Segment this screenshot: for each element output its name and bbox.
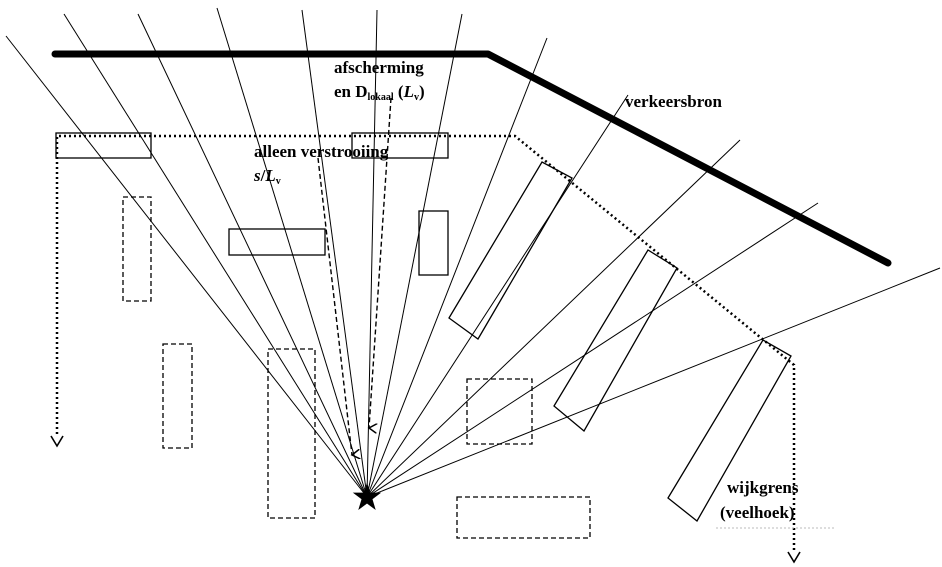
sound-rays xyxy=(5,7,941,498)
neighbourhood-boundary xyxy=(55,134,796,553)
shielding-label-line2: en Dlokaal (Lv) xyxy=(334,82,425,103)
building-dashed xyxy=(456,496,591,539)
building-dashed xyxy=(122,196,152,302)
dashed-buildings xyxy=(122,196,591,539)
building xyxy=(667,339,792,522)
building xyxy=(55,132,152,159)
sound-ray xyxy=(216,7,368,498)
shielding-label-line1: afscherming xyxy=(334,58,424,77)
shielding-label-open: ( xyxy=(394,82,404,101)
sound-ray xyxy=(366,94,629,498)
receiver-star-icon xyxy=(352,482,382,511)
building xyxy=(448,161,573,340)
shielding-arrow xyxy=(369,97,392,428)
building-dashed xyxy=(162,343,193,449)
scatter-label-slash: / xyxy=(260,166,266,185)
scatter-arrow xyxy=(317,157,352,455)
shielding-label-l: L xyxy=(403,82,414,101)
scatter-label-l-sub: v xyxy=(276,176,281,187)
shielding-label-d-sub: lokaal xyxy=(368,92,394,103)
sound-ray xyxy=(366,202,819,498)
traffic-source-line xyxy=(51,50,892,267)
sound-ray xyxy=(366,37,548,498)
building xyxy=(228,228,326,256)
shielding-label-close: ) xyxy=(419,82,425,101)
boundary-arrowhead-right xyxy=(787,551,801,564)
shielding-label-l-sub: v xyxy=(414,92,419,103)
sound-ray xyxy=(5,35,368,498)
traffic-source-label: verkeersbron xyxy=(625,92,722,111)
sound-ray xyxy=(366,13,463,498)
scatter-label-line1: alleen verstrooiing xyxy=(254,142,389,161)
label-arrows xyxy=(317,97,392,455)
sound-ray xyxy=(63,13,368,498)
building-dashed xyxy=(267,348,316,519)
boundary-label-line2: (veelhoek) xyxy=(720,503,795,522)
sound-ray xyxy=(366,267,941,498)
solid-buildings xyxy=(55,132,792,522)
building xyxy=(351,132,449,159)
sound-ray xyxy=(301,9,368,498)
boundary-arrowhead-left xyxy=(50,435,64,448)
scatter-label-l: L xyxy=(264,166,275,185)
building xyxy=(553,249,678,432)
shielding-label-d: en D xyxy=(334,82,368,101)
scatter-label-line2: s/Lv xyxy=(253,166,281,187)
scatter-label-s: s xyxy=(253,166,261,185)
sound-ray xyxy=(366,9,378,498)
building-dashed xyxy=(466,378,533,445)
boundary-label-line1: wijkgrens xyxy=(727,478,799,497)
building xyxy=(418,210,449,276)
sound-ray xyxy=(366,139,741,498)
